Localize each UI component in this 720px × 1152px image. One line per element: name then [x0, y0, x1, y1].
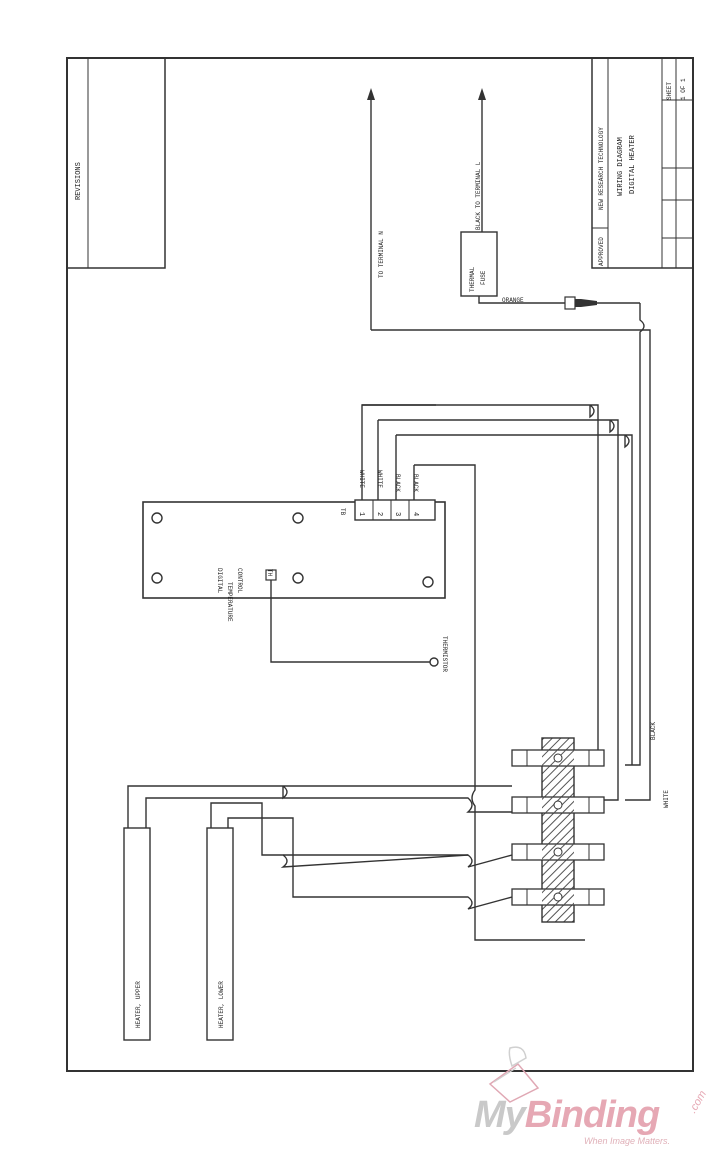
to-terminal-n-label: TO TERMINAL N	[378, 231, 385, 278]
thermistor-icon	[429, 657, 439, 667]
fuse-label-line2: FUSE	[480, 270, 487, 285]
black-wire-label: BLACK	[650, 722, 657, 740]
heater-lower-label: HEATER, LOWER	[218, 981, 225, 1028]
mounting-hole	[292, 572, 304, 584]
terminal-number: 2	[375, 512, 383, 516]
drawing-title-line2: DIGITAL HEATER	[629, 134, 637, 194]
main-wire-runs	[361, 303, 651, 941]
brand-watermark: MyBinding .com When Image Matters.	[472, 1046, 712, 1150]
terminal-group-label: TB	[339, 508, 346, 516]
plug-lead: ORANGE	[478, 296, 640, 310]
to-terminal-l-label: BLACK TO TERMINAL L	[475, 161, 482, 230]
lead-to-terminal-n: TO TERMINAL N	[367, 88, 385, 330]
mounting-hole	[292, 512, 304, 524]
terminal-wire-color: WHITE	[358, 470, 365, 488]
terminal-block	[354, 499, 436, 521]
orange-wire-label: ORANGE	[502, 297, 524, 304]
lead-to-terminal-l: BLACK TO TERMINAL L	[475, 88, 486, 232]
drawing-title-line1: WIRING DIAGRAM	[617, 137, 625, 196]
approved-label: APPROVED	[598, 237, 605, 266]
brand-domain: .com	[686, 1088, 710, 1116]
revisions-block: REVISIONS	[66, 57, 166, 269]
sheet-of: 1 OF 1	[680, 78, 687, 100]
strip-terminal	[511, 749, 605, 767]
heater-upper: HEATER, UPPER	[123, 827, 151, 1041]
revisions-label: REVISIONS	[75, 162, 83, 200]
title-block: NEW RESEARCH TECHNOLOGY WIRING DIAGRAM D…	[591, 57, 694, 269]
heater-wiring	[127, 785, 513, 910]
terminal-number: 1	[357, 512, 365, 516]
heater-lower: HEATER, LOWER	[206, 827, 234, 1041]
heater-terminal-strip	[511, 737, 605, 923]
white-wire-label: WHITE	[663, 790, 670, 808]
heater-upper-label: HEATER, UPPER	[135, 981, 142, 1028]
control-label-line3: CONTROL	[236, 568, 243, 594]
sheet-label: SHEET	[666, 82, 673, 100]
fuse-label-line1: THERMAL	[469, 266, 476, 292]
thermal-fuse: THERMAL FUSE	[460, 231, 498, 297]
mounting-hole	[422, 576, 434, 588]
brand-tagline: When Image Matters.	[584, 1136, 671, 1146]
brand-name-binding: Binding	[524, 1094, 660, 1136]
binding-logo-icon	[488, 1046, 540, 1103]
brand-name-my: My	[474, 1094, 526, 1136]
company-name: NEW RESEARCH TECHNOLOGY	[598, 127, 605, 210]
digital-temperature-control: DIGITAL TEMPERATURE CONTROL TH TB 1 2 3 …	[142, 470, 446, 622]
thermistor: THERMISTOR	[270, 580, 448, 672]
terminal-wire-color: WHITE	[376, 470, 383, 488]
terminal-number: 4	[411, 512, 419, 516]
mounting-hole	[151, 512, 163, 524]
strip-terminal	[511, 843, 605, 861]
strip-terminal	[511, 888, 605, 906]
thermistor-label: THERMISTOR	[441, 636, 448, 672]
mounting-hole	[151, 572, 163, 584]
sensor-terminal-label: TH	[266, 569, 273, 577]
strip-terminal	[511, 796, 605, 814]
control-label-line1: DIGITAL	[216, 568, 223, 594]
brand-name: MyBinding	[474, 1094, 660, 1137]
drawing-border	[66, 57, 694, 1072]
terminal-wire-color: BLACK	[412, 474, 419, 492]
terminal-wire-color: BLACK	[394, 474, 401, 492]
terminal-number: 3	[393, 512, 401, 516]
control-label-line2: TEMPERATURE	[226, 582, 233, 622]
